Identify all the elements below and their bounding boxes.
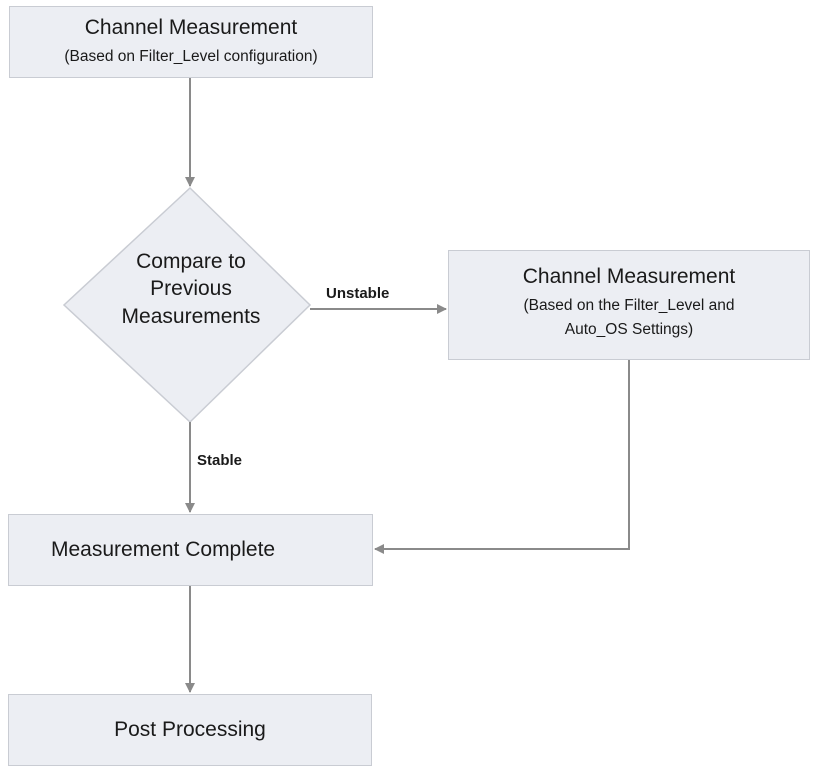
- decision-text-line3: Measurements: [121, 304, 261, 328]
- side-node-subtitle: (Based on the Filter_Level and Auto_OS S…: [523, 294, 734, 342]
- start-node-subtitle: (Based on Filter_Level configuration): [64, 48, 318, 66]
- unstable-label: Unstable: [326, 285, 390, 302]
- complete-node: Measurement Complete: [8, 514, 373, 586]
- side-node-subtitle-line1: (Based on the Filter_Level and: [523, 297, 735, 315]
- decision-text-line1: Compare to: [136, 250, 246, 273]
- post-processing-node: Post Processing: [8, 694, 372, 766]
- decision-text: Compare to Previous Measurements: [96, 248, 286, 330]
- side-measurement-node: Channel Measurement (Based on the Filter…: [448, 250, 810, 360]
- side-node-title: Channel Measurement: [522, 264, 736, 288]
- edge-side-to-complete: [374, 360, 630, 554]
- stable-label: Stable: [197, 452, 243, 469]
- start-node: Channel Measurement (Based on Filter_Lev…: [9, 6, 373, 78]
- start-node-title: Channel Measurement: [84, 15, 298, 39]
- decision-text-line2: Previous: [150, 277, 232, 301]
- side-node-subtitle-line2: Auto_OS Settings): [564, 321, 694, 339]
- complete-node-title: Measurement Complete: [51, 537, 276, 561]
- post-node-title: Post Processing: [114, 717, 266, 741]
